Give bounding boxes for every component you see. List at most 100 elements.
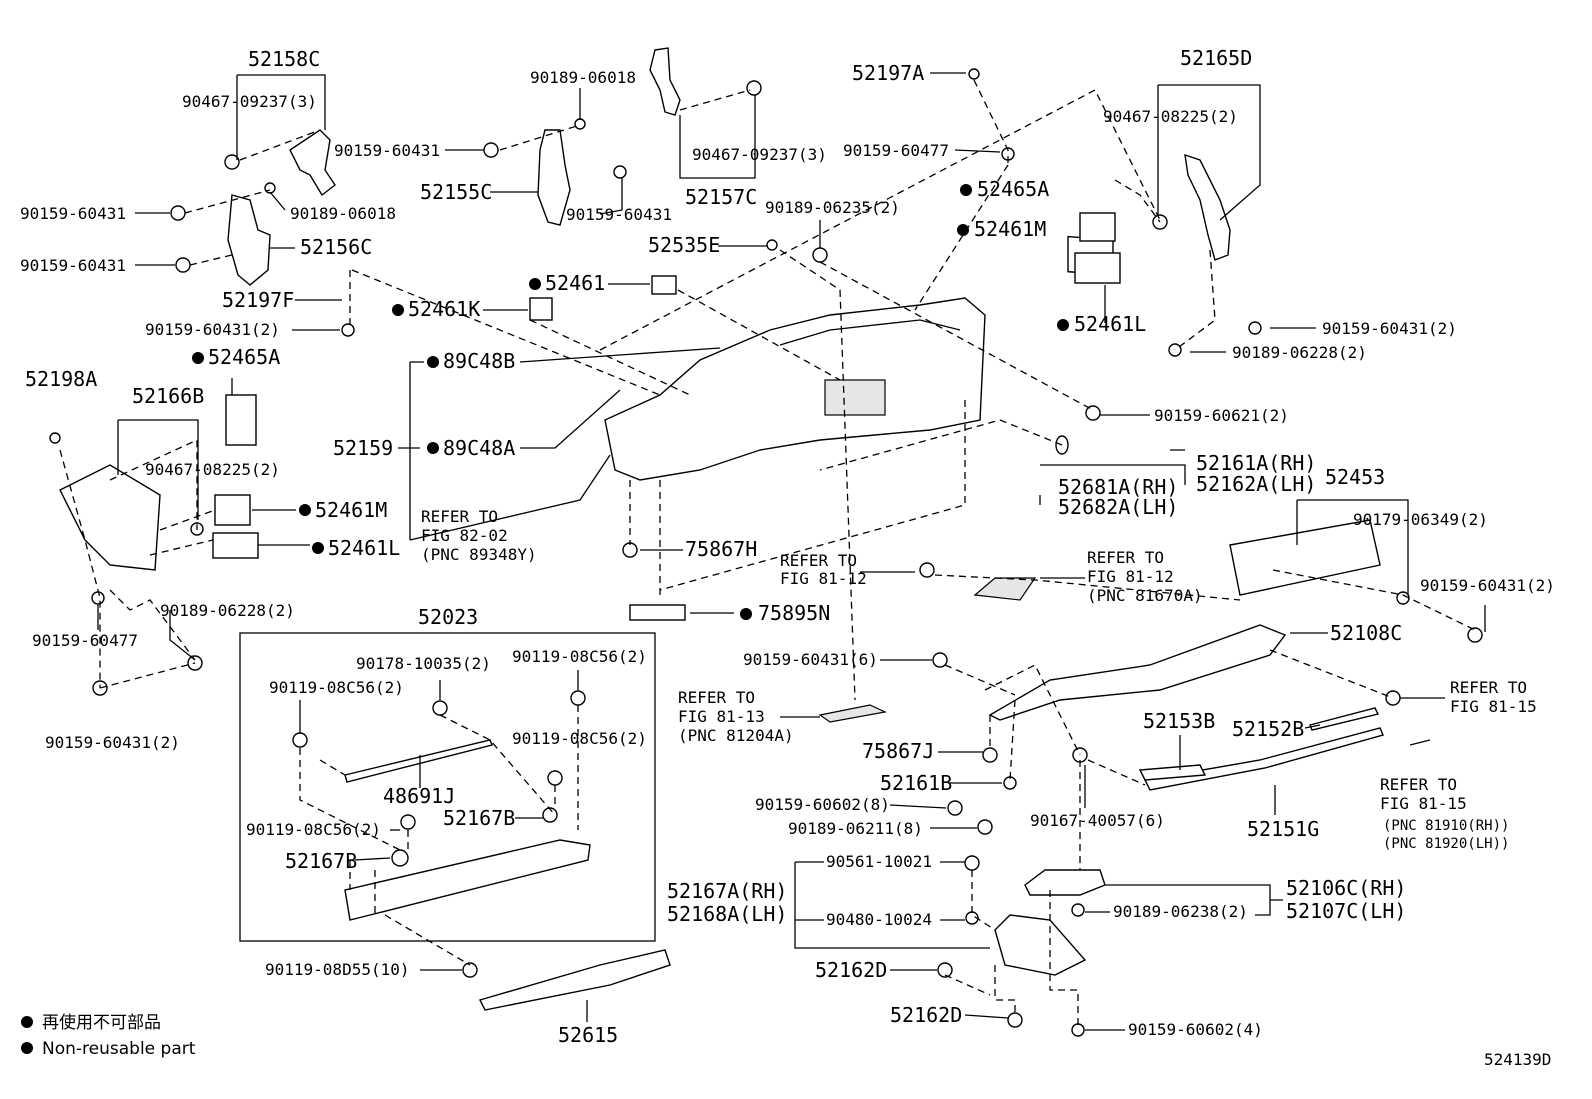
label-90189-06228-2a[interactable]: 90189-06228(2) xyxy=(1232,343,1367,362)
label-52162A[interactable]: 52162A(LH) xyxy=(1196,472,1316,496)
fastener[interactable] xyxy=(964,855,980,871)
label-52465A-a[interactable]: 52465A xyxy=(977,177,1049,201)
absorber-52615[interactable] xyxy=(478,949,671,1011)
label-ref2-line1[interactable]: REFER TO xyxy=(780,551,857,570)
label-48691J[interactable]: 48691J xyxy=(383,784,455,808)
label-90467-09237-a[interactable]: 90467-09237(3) xyxy=(182,92,317,111)
label-ref6-line2[interactable]: FIG 81-15 xyxy=(1380,794,1467,813)
fastener[interactable] xyxy=(391,849,409,867)
fastener[interactable] xyxy=(1007,1012,1023,1028)
label-52165D[interactable]: 52165D xyxy=(1180,46,1252,70)
label-52197A[interactable]: 52197A xyxy=(852,61,924,85)
label-52106C[interactable]: 52106C(RH) xyxy=(1286,876,1406,900)
label-90167-40057[interactable]: 90167-40057(6) xyxy=(1030,811,1165,830)
fastener[interactable] xyxy=(292,732,308,748)
fastener[interactable] xyxy=(1396,591,1410,605)
bracket-52156C[interactable] xyxy=(227,194,271,286)
label-ref1-line2[interactable]: FIG 82-02 xyxy=(421,526,508,545)
label-52159[interactable]: 52159 xyxy=(333,436,393,460)
fastener[interactable] xyxy=(812,247,828,263)
label-ref1-line3[interactable]: (PNC 89348Y) xyxy=(421,545,537,564)
label-ref2-line2[interactable]: FIG 81-12 xyxy=(780,569,867,588)
reinforcement-52023[interactable] xyxy=(344,839,591,921)
fastener[interactable] xyxy=(542,807,558,823)
label-90467-08225-2b[interactable]: 90467-08225(2) xyxy=(145,460,280,479)
molding-52152B[interactable] xyxy=(1309,707,1380,731)
label-ref3-line2[interactable]: FIG 81-12 xyxy=(1087,567,1174,586)
label-ref4-line1[interactable]: REFER TO xyxy=(678,688,755,707)
label-90159-60477-a[interactable]: 90159-60477 xyxy=(843,141,949,160)
label-52162D-b[interactable]: 52162D xyxy=(890,1003,962,1027)
label-90189-06228-2b[interactable]: 90189-06228(2) xyxy=(160,601,295,620)
label-ref3-line1[interactable]: REFER TO xyxy=(1087,548,1164,567)
label-90159-60431-2c[interactable]: 90159-60431(2) xyxy=(1420,576,1555,595)
label-52162D-a[interactable]: 52162D xyxy=(815,958,887,982)
label-ref1-line1[interactable]: REFER TO xyxy=(421,507,498,526)
label-52465A-b[interactable]: 52465A xyxy=(208,345,280,369)
pad-52461L-right[interactable] xyxy=(1074,252,1121,284)
label-52198A[interactable]: 52198A xyxy=(25,367,97,391)
label-52153B[interactable]: 52153B xyxy=(1143,709,1215,733)
label-90159-60477-b[interactable]: 90159-60477 xyxy=(32,631,138,650)
label-52682A[interactable]: 52682A(LH) xyxy=(1058,495,1178,519)
label-52023[interactable]: 52023 xyxy=(418,605,478,629)
fastener[interactable] xyxy=(341,323,355,337)
label-52681A[interactable]: 52681A(RH) xyxy=(1058,475,1178,499)
label-90119-08C56-c[interactable]: 90119-08C56(2) xyxy=(512,729,647,748)
license-plate-bracket-52453[interactable] xyxy=(1229,519,1381,596)
bracket-52157C[interactable] xyxy=(649,47,681,116)
label-90178-10035[interactable]: 90178-10035(2) xyxy=(356,654,491,673)
fastener[interactable] xyxy=(224,154,240,170)
label-ref4-line3[interactable]: (PNC 81204A) xyxy=(678,726,794,745)
label-52158C[interactable]: 52158C xyxy=(248,47,320,71)
label-52167B-a[interactable]: 52167B xyxy=(443,806,515,830)
fastener[interactable] xyxy=(1248,321,1262,335)
label-52168A[interactable]: 52168A(LH) xyxy=(667,902,787,926)
fastener[interactable] xyxy=(175,257,191,273)
label-90159-60431-b[interactable]: 90159-60431 xyxy=(20,256,126,275)
label-89C48A[interactable]: 89C48A xyxy=(443,436,515,460)
label-52161A[interactable]: 52161A(RH) xyxy=(1196,451,1316,475)
bracket-52155C[interactable] xyxy=(537,129,571,226)
label-90119-08C56-b[interactable]: 90119-08C56(2) xyxy=(269,678,404,697)
fastener[interactable] xyxy=(613,165,627,179)
fastener[interactable] xyxy=(483,142,499,158)
pad-52461M-right[interactable] xyxy=(1079,212,1116,242)
fastener[interactable] xyxy=(574,118,586,130)
label-52167B-b[interactable]: 52167B xyxy=(285,849,357,873)
fastener[interactable] xyxy=(49,432,61,444)
label-90119-08C56-a[interactable]: 90119-08C56(2) xyxy=(512,647,647,666)
fastener[interactable] xyxy=(462,962,478,978)
pad-52461L-left[interactable] xyxy=(212,532,259,559)
label-90159-60431-2b[interactable]: 90159-60431(2) xyxy=(1322,319,1457,338)
label-90189-06211[interactable]: 90189-06211(8) xyxy=(788,819,923,838)
pad-52461M-left[interactable] xyxy=(214,494,251,526)
label-52461K[interactable]: 52461K xyxy=(408,297,480,321)
bracket-52106C[interactable] xyxy=(1024,869,1106,896)
label-90159-60431-d[interactable]: 90159-60431 xyxy=(566,205,672,224)
label-90159-60431-a[interactable]: 90159-60431 xyxy=(20,204,126,223)
label-52461L-a[interactable]: 52461L xyxy=(1074,312,1146,336)
pad-52461[interactable] xyxy=(651,275,677,295)
bracket-52166B[interactable] xyxy=(59,464,161,571)
label-52167A[interactable]: 52167A(RH) xyxy=(667,879,787,903)
fastener[interactable] xyxy=(91,591,105,605)
label-ref6-line1[interactable]: REFER TO xyxy=(1380,775,1457,794)
label-52461M-a[interactable]: 52461M xyxy=(974,217,1046,241)
fastener[interactable] xyxy=(400,814,416,830)
fastener[interactable] xyxy=(1467,627,1483,643)
fastener[interactable] xyxy=(919,562,935,578)
fastener[interactable] xyxy=(766,239,778,251)
label-52461[interactable]: 52461 xyxy=(545,271,605,295)
fastener[interactable] xyxy=(977,819,993,835)
label-52157C[interactable]: 52157C xyxy=(685,185,757,209)
bracket-52158C[interactable] xyxy=(289,129,336,197)
label-75867J[interactable]: 75867J xyxy=(862,739,934,763)
label-52156C[interactable]: 52156C xyxy=(300,235,372,259)
bracket-52165D[interactable] xyxy=(1184,153,1231,261)
fastener[interactable] xyxy=(170,205,186,221)
label-52453[interactable]: 52453 xyxy=(1325,465,1385,489)
label-90467-08225-2a[interactable]: 90467-08225(2) xyxy=(1103,107,1238,126)
label-52161B[interactable]: 52161B xyxy=(880,771,952,795)
pad-52461K[interactable] xyxy=(529,297,553,321)
